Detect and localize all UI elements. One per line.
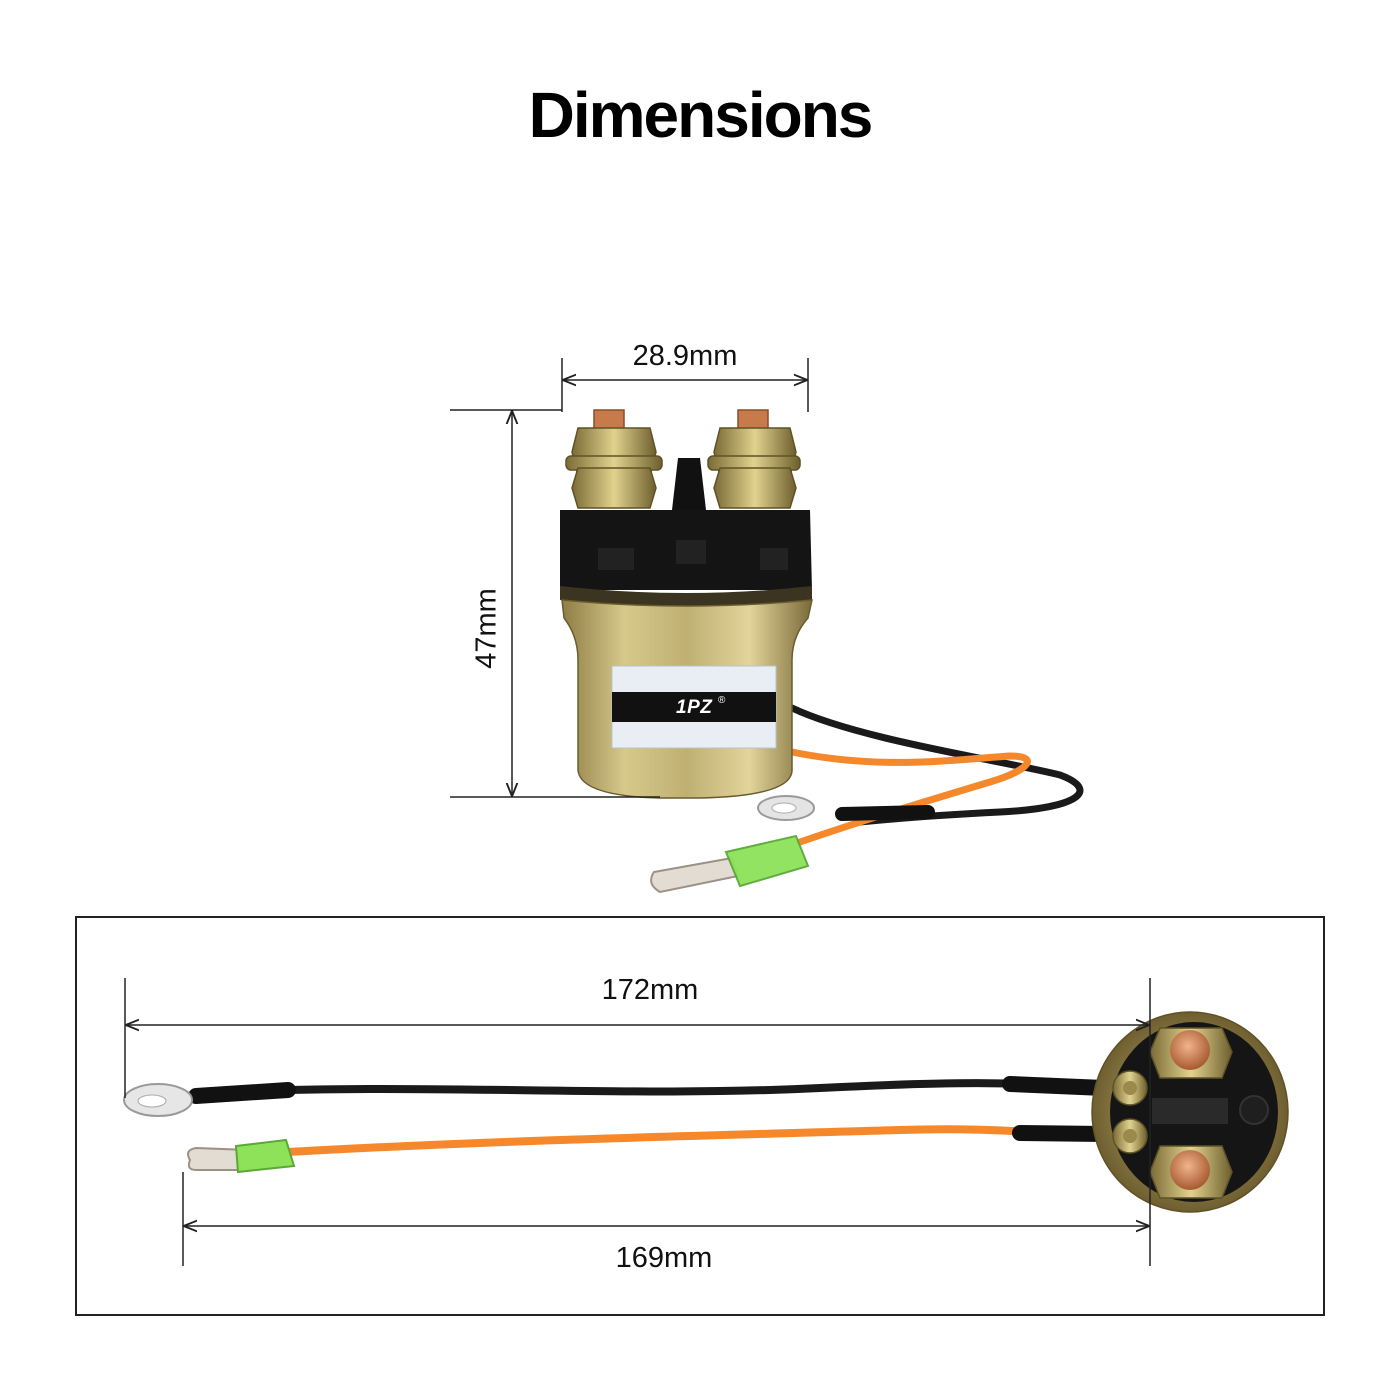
page-title: Dimensions [528,79,874,151]
left-nut-lower [571,467,657,509]
orange-wire-dimension [182,1172,1148,1266]
bullet-connector [650,856,740,894]
right-nut-lower [713,467,797,509]
black-wire-long [206,1079,1024,1097]
width-label: 28.9mm [632,340,738,372]
orange-wire-length-label: 169mm [615,1242,713,1274]
black-wire-length-label: 172mm [601,974,699,1006]
side-view-frame [75,916,1325,1316]
orange-wire [788,748,1031,846]
width-dimension [561,358,809,412]
heat-shrink-sleeve [835,805,935,821]
copper-stud-upper [1170,1030,1210,1070]
black-heat-shrink-left [188,1082,296,1104]
height-dimension [450,409,660,798]
orange-wire-long [284,1125,1034,1156]
brand-band [612,692,776,722]
black-wire-dimension [124,978,1151,1266]
green-connector-sleeve [724,834,810,888]
registered-mark: ® [718,695,726,706]
orange-heat-shrink-right [1012,1125,1112,1142]
copper-stud-lower [1170,1150,1210,1190]
black-wire [788,704,1084,826]
solenoid-front-view [560,409,1084,894]
black-heat-shrink-right [1002,1076,1112,1096]
solenoid-side-view [123,1011,1289,1213]
brand-logo: 1PZ [676,697,713,718]
green-connector-sleeve-side [234,1138,296,1174]
center-tab [672,458,706,510]
height-label: 47mm [470,588,503,669]
